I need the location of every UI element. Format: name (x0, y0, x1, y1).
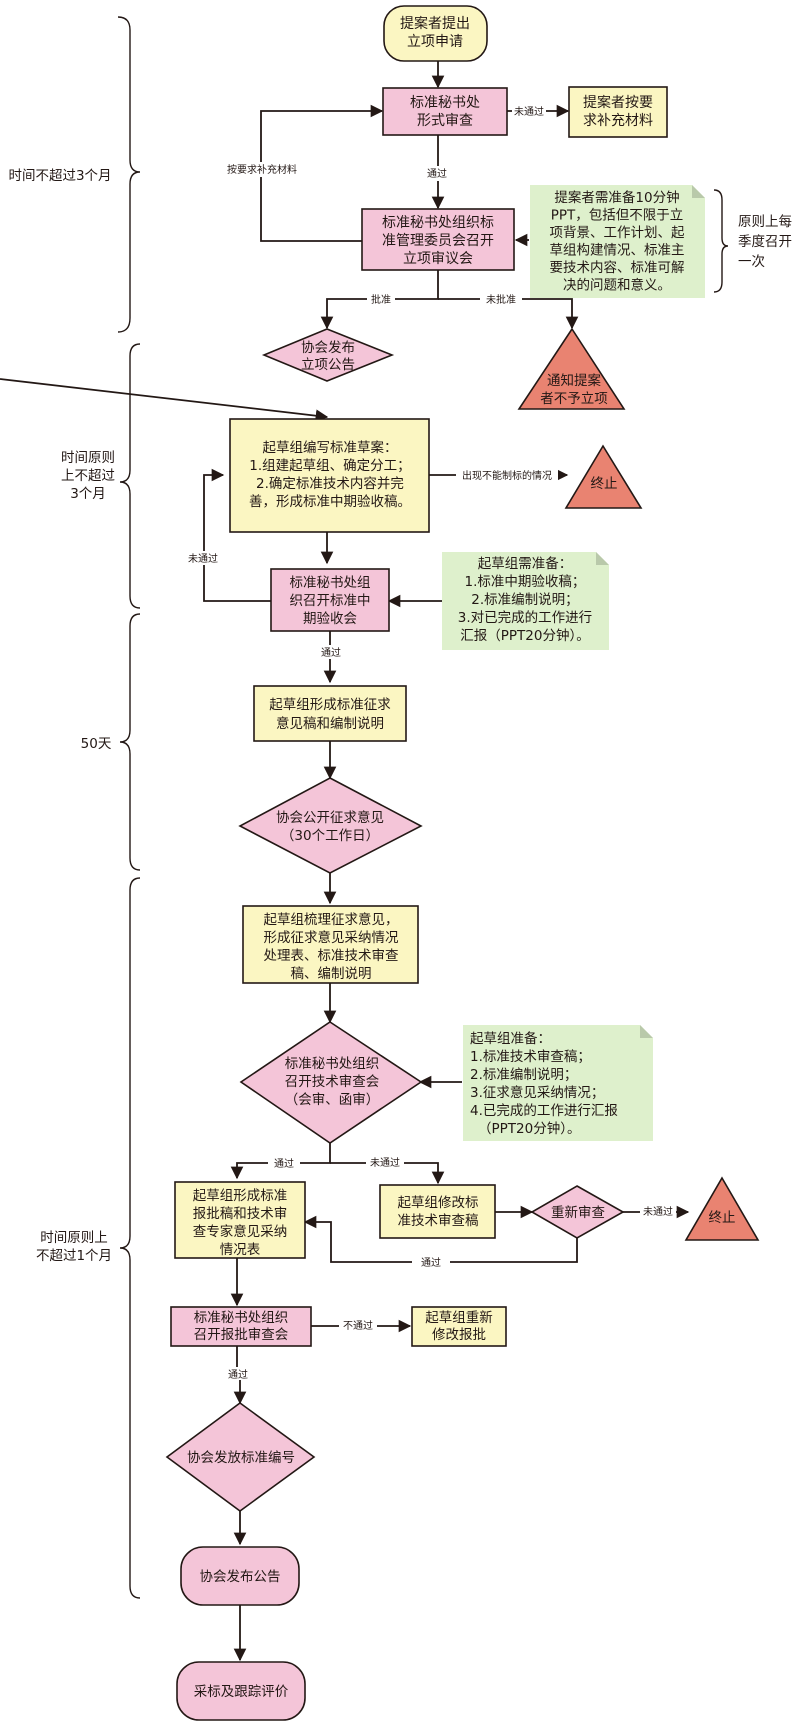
node-revise-tech[interactable]: 起草组修改标准技术审查稿 (379, 1184, 496, 1239)
svg-text:起草组编写标准草案：1.组建起草组、确定分工；2.确定标准技: 起草组编写标准草案：1.组建起草组、确定分工；2.确定标准技术内容并完善，形成标… (249, 439, 411, 510)
svg-text:起草组梳理征求意见，形成征求意见采纳情况处理表、标准技术审查: 起草组梳理征求意见，形成征求意见采纳情况处理表、标准技术审查稿、编制说明 (264, 911, 399, 982)
node-terminate-1[interactable]: 终止 (564, 444, 643, 509)
node-sort-comments[interactable]: 起草组梳理征求意见，形成征求意见采纳情况处理表、标准技术审查稿、编制说明 (242, 905, 419, 984)
edge-not-passed-1: 未通过 (514, 105, 544, 118)
svg-text:终止: 终止 (591, 476, 618, 492)
svg-text:起草组需准备：1.标准中期验收稿；2.标准编制说明；3.对已: 起草组需准备：1.标准中期验收稿；2.标准编制说明；3.对已完成的工作进行汇报（… (458, 555, 592, 644)
phase-label-4: 时间原则上不超过1个月 (36, 1230, 112, 1264)
quarterly-bracket (713, 189, 729, 293)
svg-text:提案者按要求补充材料: 提案者按要求补充材料 (583, 94, 653, 129)
edge-not-passed-4: 未通过 (643, 1205, 673, 1218)
edge-cannot-standardize: 出现不能制标的情况 (462, 469, 552, 482)
node-tech-review[interactable]: 标准秘书处组织召开技术审查会（会审、函审） (239, 1021, 423, 1144)
svg-text:协会发布立项公告: 协会发布立项公告 (301, 340, 355, 373)
node-terminate-2[interactable]: 终止 (684, 1176, 760, 1241)
note-tech-prep: 起草组准备：1.标准技术审查稿；2.标准编制说明；3.征求意见采纳情况；4.已完… (463, 1025, 653, 1141)
phase-bracket-4: 时间原则上不超过1个月 (36, 877, 141, 1599)
svg-text:终止: 终止 (709, 1210, 736, 1226)
svg-text:提案者提出立项申请: 提案者提出立项申请 (400, 15, 470, 50)
svg-text:协会发布公告: 协会发布公告 (200, 1569, 281, 1585)
node-final-announce[interactable]: 协会发布公告 (180, 1546, 300, 1606)
phase-label-3: 50天 (81, 736, 112, 752)
node-drafting[interactable]: 起草组编写标准草案：1.组建起草组、确定分工；2.确定标准技术内容并完善，形成标… (229, 418, 430, 533)
svg-text:标准秘书处形式审查: 标准秘书处形式审查 (410, 95, 480, 129)
edge-passed-2: 通过 (321, 646, 341, 659)
edge-passed-3: 通过 (274, 1157, 294, 1170)
node-formal-review[interactable]: 标准秘书处形式审查 (382, 87, 508, 136)
svg-text:标准秘书处组织召开报批审查会: 标准秘书处组织召开报批审查会 (194, 1310, 289, 1343)
node-start[interactable]: 提案者提出立项申请 (383, 5, 488, 62)
node-adopt-track[interactable]: 采标及跟踪评价 (176, 1661, 306, 1721)
svg-text:采标及跟踪评价: 采标及跟踪评价 (194, 1684, 289, 1700)
edge-supplement-loop: 按要求补充材料 (227, 163, 297, 176)
svg-text:起草组重新修改报批: 起草组重新修改报批 (425, 1310, 493, 1343)
svg-text:协会发放标准编号: 协会发放标准编号 (187, 1450, 295, 1466)
phase-bracket-1: 时间不超过3个月 (8, 16, 141, 333)
svg-text:协会公开征求意见（30个工作日）: 协会公开征求意见（30个工作日） (276, 809, 384, 844)
phase-bracket-3: 50天 (81, 613, 141, 871)
svg-text:通知提案者不予立项: 通知提案者不予立项 (540, 372, 608, 407)
edge-passed-5: 通过 (228, 1368, 248, 1381)
quarterly-note: 原则上每季度召开一次 (738, 214, 792, 270)
node-comment-draft[interactable]: 起草组形成标准征求意见稿和编制说明 (253, 685, 407, 742)
node-notify-reject[interactable]: 通知提案者不予立项 (517, 327, 626, 410)
svg-text:起草组准备：1.标准技术审查稿；2.标准编制说明；3.征求意: 起草组准备：1.标准技术审查稿；2.标准编制说明；3.征求意见采纳情况；4.已完… (470, 1030, 618, 1137)
phase-label-1: 时间不超过3个月 (8, 168, 111, 184)
edge-labels: 未通过 按要求补充材料 通过 批准 未批准 出现不能制标的情况 未通过 通过 通… (185, 104, 676, 1381)
node-supplement[interactable]: 提案者按要求补充材料 (568, 86, 668, 138)
edge-approve: 批准 (371, 293, 391, 306)
edge-not-passed-2: 未通过 (188, 552, 218, 565)
node-approval-draft[interactable]: 起草组形成标准报批稿和技术审查专家意见采纳情况表 (174, 1181, 306, 1259)
node-re-review[interactable]: 重新审查 (530, 1185, 625, 1239)
node-approval-meeting[interactable]: 标准秘书处组织召开报批审查会 (170, 1306, 312, 1347)
svg-text:标准秘书处组织标准管理委员会召开立项审议会: 标准秘书处组织标准管理委员会召开立项审议会 (382, 215, 494, 267)
note-mid-prep: 起草组需准备：1.标准中期验收稿；2.标准编制说明；3.对已完成的工作进行汇报（… (442, 552, 609, 650)
svg-text:重新审查: 重新审查 (551, 1205, 605, 1221)
node-revise-approval[interactable]: 起草组重新修改报批 (411, 1306, 507, 1347)
node-issue-number[interactable]: 协会发放标准编号 (165, 1402, 316, 1512)
node-mid-review[interactable]: 标准秘书处组织召开标准中期验收会 (270, 568, 390, 632)
edge-not-passed-3: 未通过 (370, 1156, 400, 1169)
svg-text:标准秘书处组织召开标准中期验收会: 标准秘书处组织召开标准中期验收会 (290, 575, 371, 627)
svg-text:起草组形成标准报批稿和技术审查专家意见采纳情况表: 起草组形成标准报批稿和技术审查专家意见采纳情况表 (193, 1188, 288, 1258)
node-publish-announce[interactable]: 协会发布立项公告 (261, 328, 395, 382)
edge-not-passed-5: 不通过 (343, 1319, 373, 1332)
svg-text:起草组修改标准技术审查稿: 起草组修改标准技术审查稿 (398, 1195, 479, 1229)
edge-passed-1: 通过 (427, 167, 447, 180)
node-committee-meeting[interactable]: 标准秘书处组织标准管理委员会召开立项审议会 (361, 208, 515, 271)
edge-passed-4: 通过 (421, 1256, 441, 1269)
edge-not-approve: 未批准 (486, 293, 516, 306)
node-public-comment[interactable]: 协会公开征求意见（30个工作日） (238, 777, 423, 874)
svg-text:起草组形成标准征求意见稿和编制说明: 起草组形成标准征求意见稿和编制说明 (269, 697, 391, 732)
svg-text:标准秘书处组织召开技术审查会（会审、函审）: 标准秘书处组织召开技术审查会（会审、函审） (285, 1056, 380, 1108)
